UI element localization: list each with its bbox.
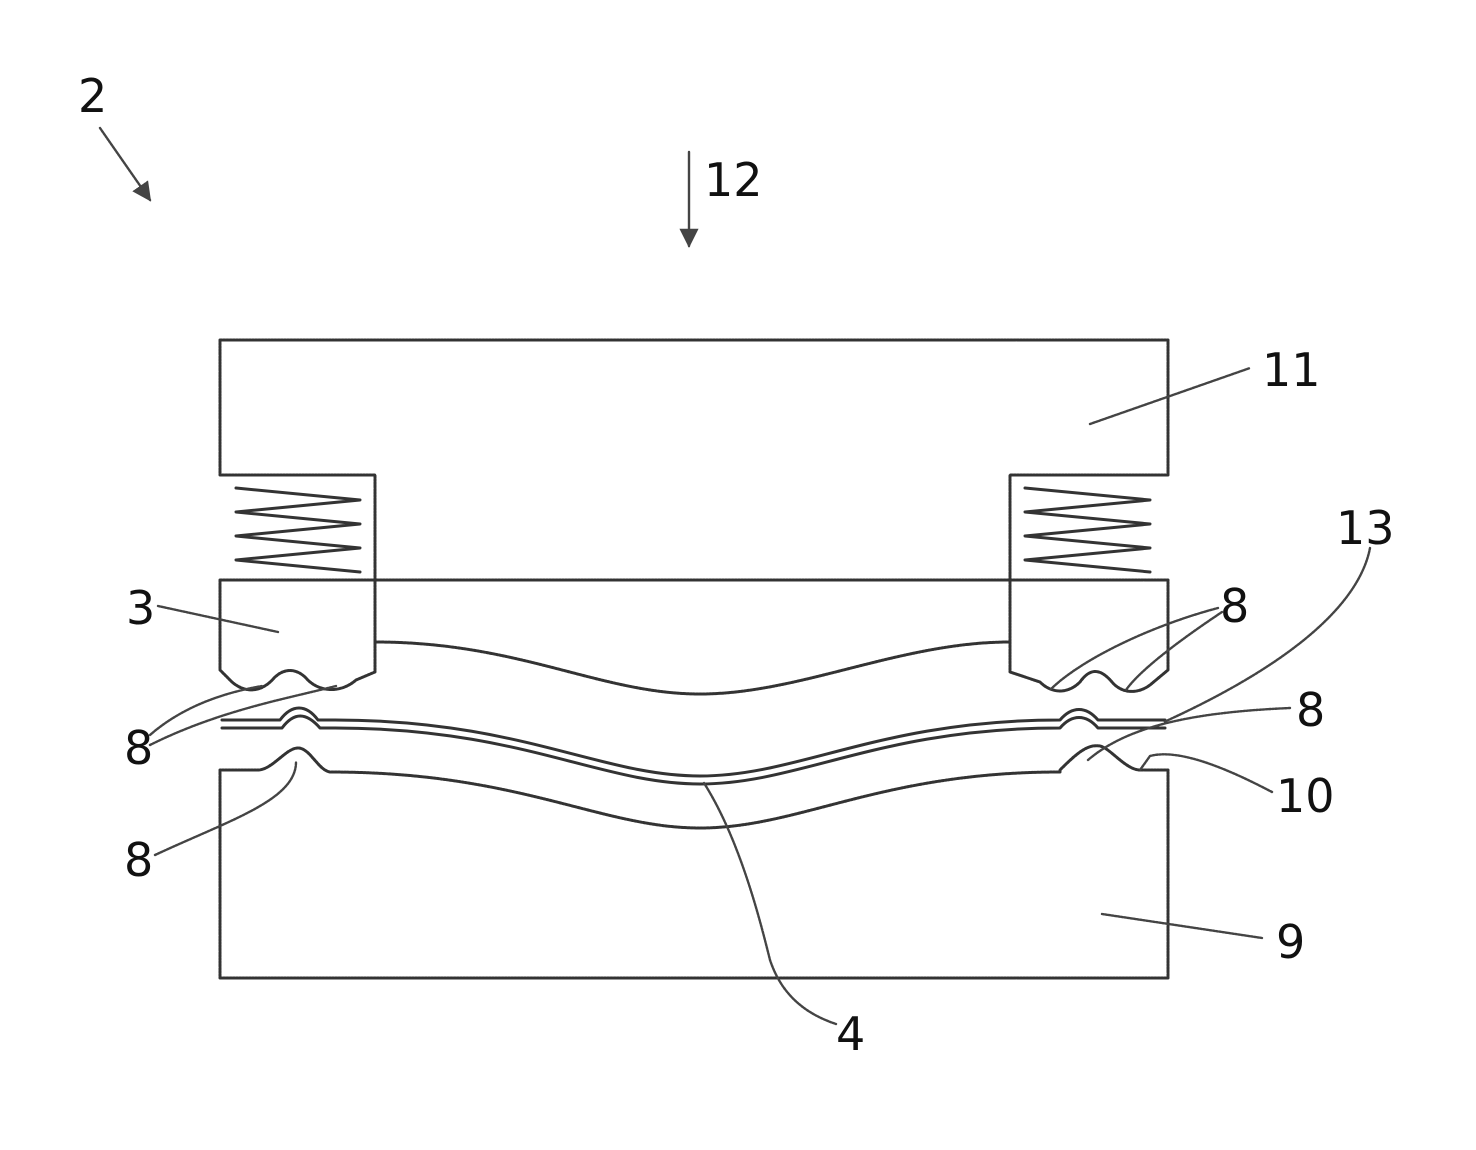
leader-edge-region [1164, 548, 1370, 722]
right-clamp [1010, 580, 1168, 691]
leader-bead-right-c [1088, 708, 1290, 760]
label-device: 2 [78, 69, 107, 123]
leader-upper-die [1090, 368, 1250, 424]
label-press-direction: 12 [704, 153, 763, 207]
sheet-top [222, 708, 1165, 776]
punch-surface [375, 642, 1010, 694]
spring-right [1025, 488, 1150, 572]
label-clamp: 3 [126, 581, 155, 635]
leader-lower-die [1102, 914, 1262, 938]
leader-clamp [158, 606, 278, 632]
label-bead-left-upper: 8 [124, 721, 153, 775]
label-upper-die: 11 [1262, 343, 1321, 397]
left-clamp [220, 580, 375, 690]
label-bead-right-upper: 8 [1220, 579, 1249, 633]
label-edge-region: 13 [1336, 501, 1395, 555]
label-sheet: 4 [836, 1007, 865, 1061]
label-recess: 10 [1276, 769, 1335, 823]
label-lower-die: 9 [1276, 915, 1305, 969]
lower-die [220, 746, 1168, 978]
spring-left [236, 488, 360, 572]
leader-bead-right-a [1050, 608, 1218, 690]
leader-device [100, 128, 150, 200]
upper-die [220, 340, 1168, 580]
leader-bead-right-b [1126, 612, 1222, 690]
label-bead-left-lower: 8 [124, 833, 153, 887]
label-bead-right-mid: 8 [1296, 683, 1325, 737]
leader-bead-lower-left [155, 762, 296, 855]
leader-recess [1140, 754, 1272, 792]
